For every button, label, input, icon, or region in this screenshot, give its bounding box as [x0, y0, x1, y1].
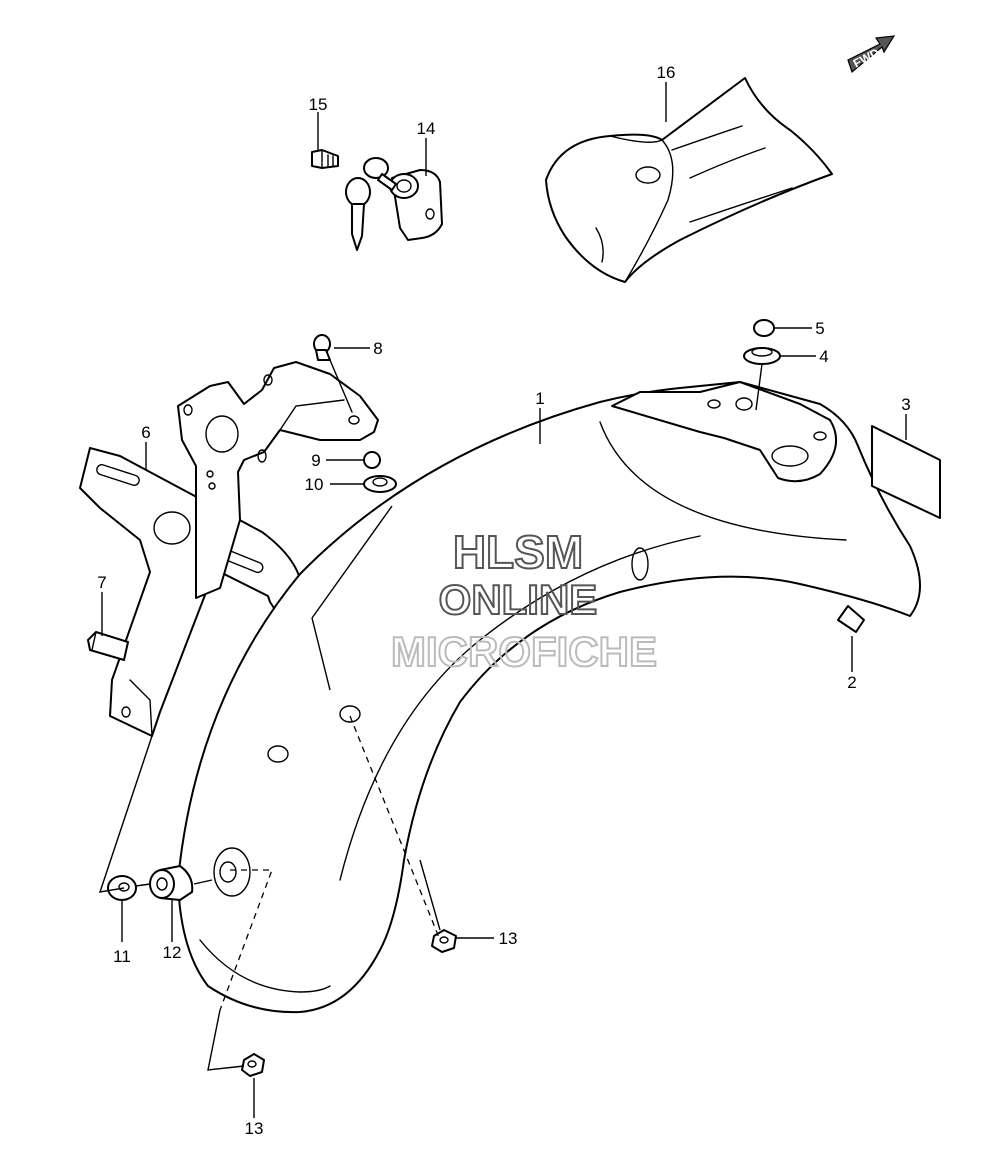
watermark-line1: HLSM: [453, 526, 583, 578]
callout-13a: 13: [499, 929, 518, 948]
fender-pad-part: [837, 605, 865, 633]
callout-leaders: [101, 82, 907, 1118]
callout-labels: 1 2 3 4 5 6 7 8 9 10 11 12 13 13 14 15 1…: [97, 63, 910, 1138]
fwd-arrow-icon: FWD: [847, 35, 896, 74]
reflector-part: [87, 631, 129, 661]
callout-9: 9: [311, 451, 320, 470]
spacer-part: [363, 451, 381, 469]
callout-4: 4: [819, 347, 828, 366]
seat-sheet-part: [871, 425, 941, 519]
nut-part-a: [431, 929, 457, 953]
bolt-part: [313, 334, 353, 413]
watermark: HLSM ONLINE MICROFICHE: [390, 525, 658, 676]
callout-11: 11: [113, 947, 131, 966]
rear-fender-part: [177, 381, 921, 1014]
callout-7: 7: [97, 573, 106, 592]
lock-screw-part: [311, 149, 339, 169]
callout-8: 8: [373, 339, 382, 358]
seat-cover-part: [545, 77, 833, 283]
cushion-part: [743, 347, 781, 365]
callout-10: 10: [305, 475, 324, 494]
watermark-line3: MICROFICHE: [391, 628, 657, 675]
callout-15: 15: [309, 95, 328, 114]
callout-14: 14: [417, 119, 436, 138]
cap-part: [753, 319, 775, 337]
callout-1: 1: [535, 389, 544, 408]
callout-6: 6: [141, 423, 150, 442]
callout-13b: 13: [245, 1119, 264, 1138]
callout-12: 12: [163, 943, 182, 962]
assembly-lines: [98, 363, 763, 1071]
callout-2: 2: [847, 673, 856, 692]
callout-16: 16: [657, 63, 676, 82]
grommet-part: [363, 475, 397, 493]
upper-bracket-part: [177, 361, 379, 599]
callout-3: 3: [901, 395, 910, 414]
callout-5: 5: [815, 319, 824, 338]
watermark-line2: ONLINE: [439, 576, 598, 623]
damper-part: [149, 865, 194, 901]
seat-lock-part: [345, 157, 443, 251]
nut-part-b: [241, 1053, 265, 1077]
